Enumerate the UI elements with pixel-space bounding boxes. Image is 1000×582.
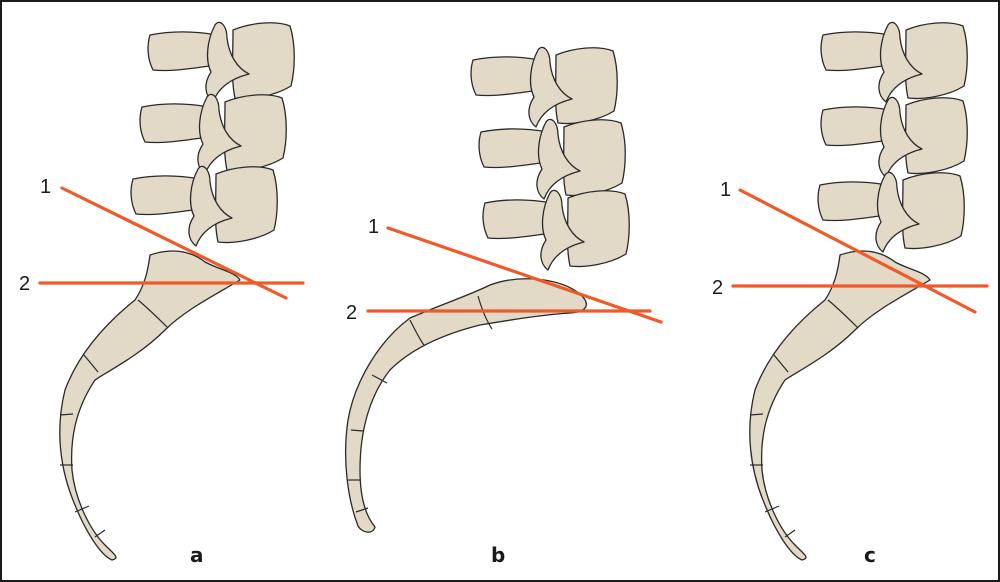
line-1-label: 1: [720, 179, 731, 201]
reference-line-1: [386, 226, 663, 324]
vertebra-l3: [470, 46, 618, 128]
panel-label: c: [864, 543, 876, 567]
panel-b: 1 2 b: [344, 46, 663, 567]
reference-line-1: [60, 186, 288, 300]
reference-line-1: [738, 188, 977, 314]
panel-label: b: [491, 543, 505, 567]
vertebra-l4: [820, 96, 968, 178]
panel-a: 1 2 a: [19, 21, 305, 567]
line-2-label: 2: [712, 277, 723, 299]
vertebra-l3: [147, 21, 295, 103]
sacrum: [59, 250, 241, 561]
vertebra-l5: [817, 171, 965, 253]
sacrum: [344, 278, 587, 533]
vertebra-l5: [482, 189, 630, 271]
panel-c: 1 2 c: [712, 21, 989, 567]
line-1-label: 1: [368, 216, 379, 238]
line-2-label: 2: [19, 273, 30, 295]
vertebra-l3: [820, 21, 968, 103]
vertebra-l4: [139, 93, 287, 175]
sacrum: [749, 250, 931, 561]
vertebra-l4: [478, 118, 626, 200]
line-2-label: 2: [346, 302, 357, 324]
panel-label: a: [190, 543, 204, 567]
line-1-label: 1: [40, 176, 51, 198]
